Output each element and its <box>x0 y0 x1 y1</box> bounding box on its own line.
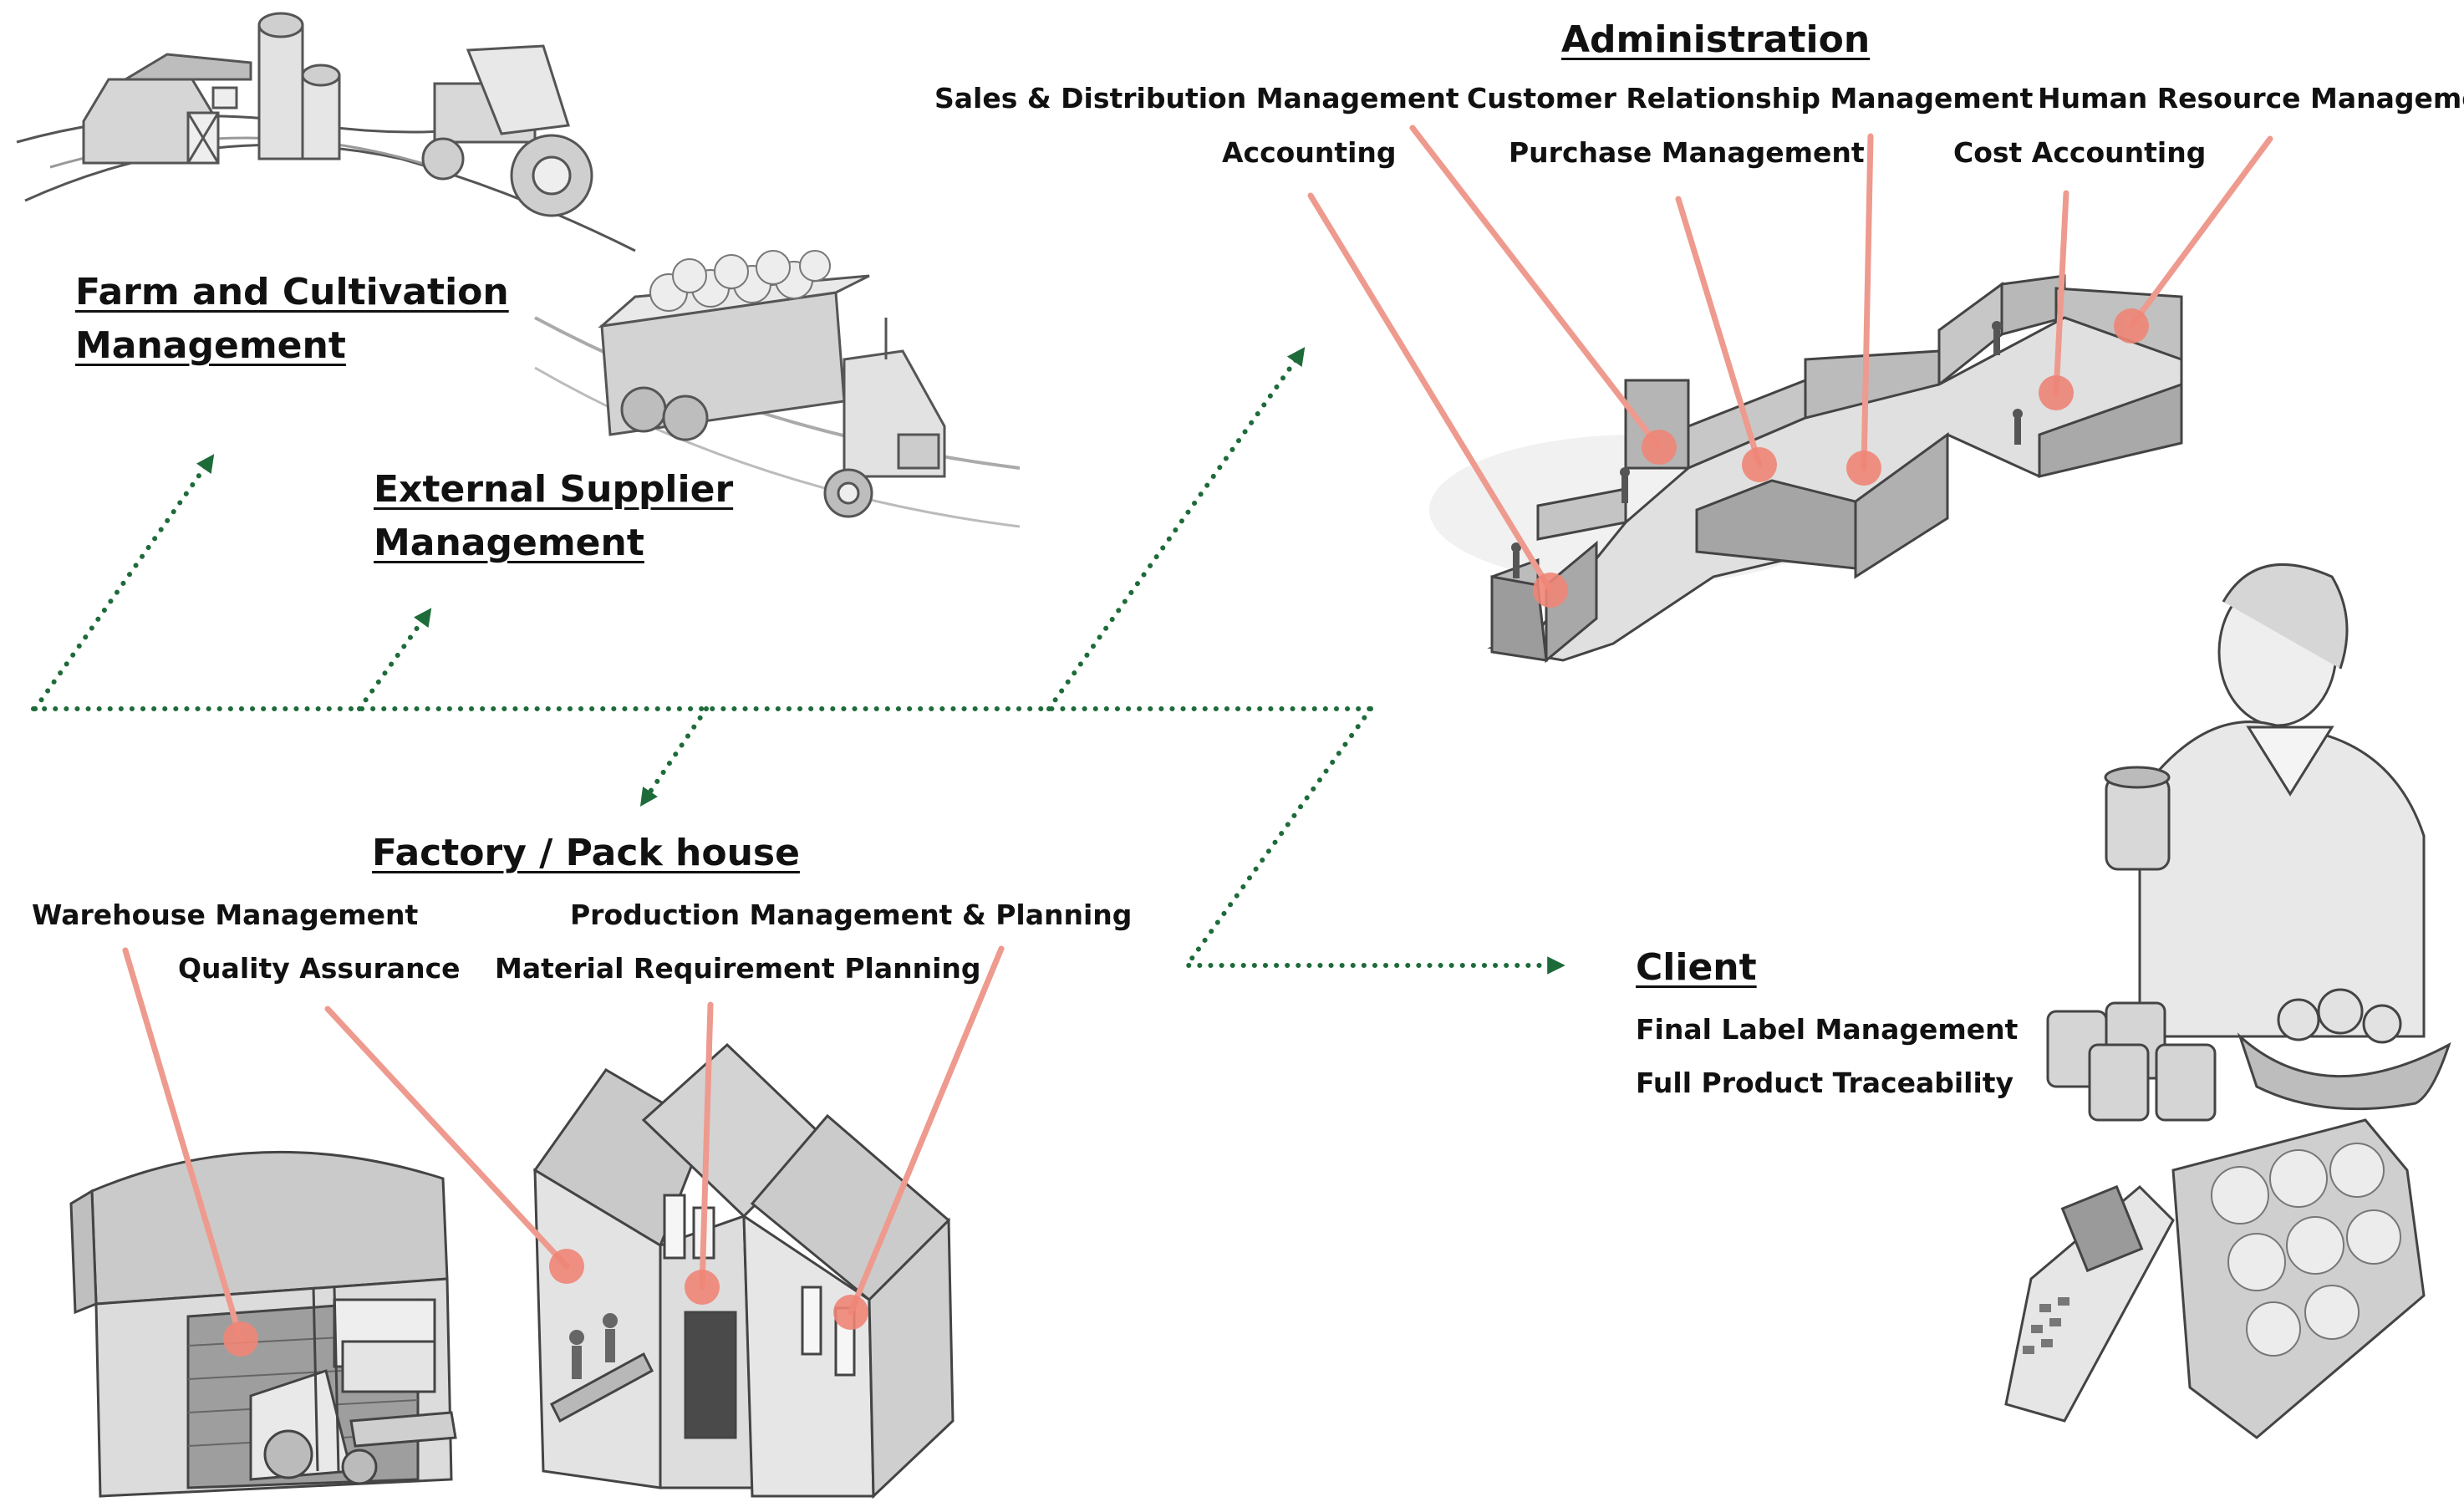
label-cost-accounting: Cost Accounting <box>1953 136 2207 169</box>
pointer-hr <box>2128 135 2273 329</box>
dot-cost <box>2039 375 2074 410</box>
label-warehouse: Warehouse Management <box>32 899 419 931</box>
dot-quality <box>549 1249 584 1284</box>
farm-title-line2: Management <box>75 324 346 367</box>
dot-purchase <box>1742 447 1777 482</box>
label-crm: Customer Relationship Management <box>1467 82 2034 115</box>
dot-accounting <box>1533 573 1568 608</box>
arrow-to-factory <box>639 706 709 807</box>
supplier-title: External Supplier Management <box>374 463 733 570</box>
administration-title: Administration <box>1561 18 1871 61</box>
pointer-dots <box>223 308 2149 1357</box>
dot-mrp <box>685 1270 720 1305</box>
label-hr: Human Resource Management <box>2038 82 2464 115</box>
office-illustration <box>1429 274 2183 664</box>
pointer-production <box>848 945 1005 1316</box>
supplier-title-line2: Management <box>374 522 644 564</box>
supplier-title-line1: External Supplier <box>374 468 734 511</box>
arrow-to-administration <box>1046 347 1306 711</box>
pointer-warehouse <box>122 947 244 1342</box>
warehouse-illustration <box>69 1150 457 1498</box>
label-quality: Quality Assurance <box>178 952 461 985</box>
pointer-cost <box>2053 190 2069 396</box>
farm-title: Farm and Cultivation Management <box>75 266 509 373</box>
flow-arrows <box>31 347 1565 975</box>
dot-hr <box>2114 308 2149 344</box>
dot-warehouse <box>223 1321 258 1357</box>
dot-sales <box>1642 430 1677 465</box>
factory-illustration <box>532 1042 955 1499</box>
client-illustration <box>2004 563 2451 1439</box>
label-final-label: Final Label Management <box>1636 1013 2019 1046</box>
factory-title: Factory / Pack house <box>372 832 800 874</box>
client-title: Client <box>1636 946 1757 989</box>
dot-production <box>833 1295 868 1330</box>
arrow-to-client <box>1182 706 1565 975</box>
arrow-to-supplier <box>357 608 432 711</box>
label-purchase: Purchase Management <box>1509 136 1865 169</box>
farm-illustration <box>16 12 636 252</box>
pointer-sales <box>1409 125 1662 451</box>
dot-crm <box>1846 451 1881 486</box>
label-traceability: Full Product Traceability <box>1636 1067 2014 1099</box>
label-accounting: Accounting <box>1222 136 1397 169</box>
pointer-accounting <box>1307 192 1554 593</box>
farm-title-line1: Farm and Cultivation <box>75 271 509 313</box>
truck-illustration <box>534 250 1021 528</box>
label-production: Production Management & Planning <box>570 899 1133 931</box>
label-mrp: Material Requirement Planning <box>495 952 981 985</box>
arrow-to-farm <box>33 454 215 711</box>
pointer-purchase <box>1675 196 1763 468</box>
pointer-lines <box>122 125 2273 1342</box>
pointer-quality <box>324 1006 570 1270</box>
pointer-crm <box>1861 133 1874 471</box>
pointer-mrp <box>699 1001 714 1291</box>
label-sales-distribution: Sales & Distribution Management <box>934 82 1459 115</box>
